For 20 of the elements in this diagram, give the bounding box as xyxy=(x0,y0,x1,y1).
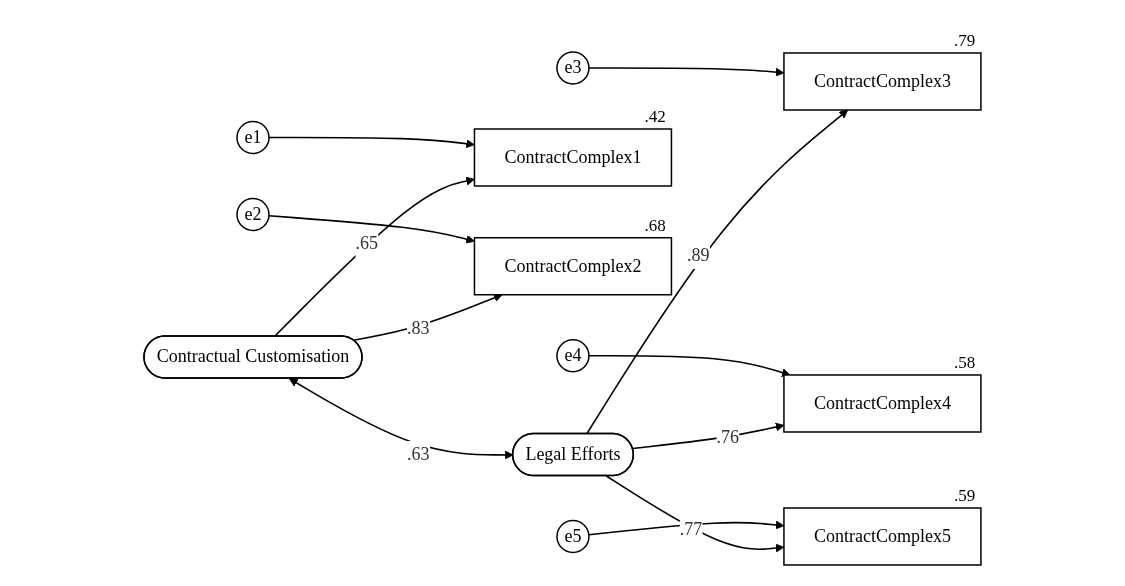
arrow xyxy=(588,354,791,377)
edge-label: .89 xyxy=(687,244,710,265)
node-circle: e4 xyxy=(556,338,590,372)
node-circle: e5 xyxy=(556,519,590,553)
arrow xyxy=(273,176,475,337)
edge-label: .63 xyxy=(406,443,430,464)
arrow xyxy=(268,136,475,148)
edge-label: .65 xyxy=(355,232,378,253)
node-box: ContractComplex4 xyxy=(783,373,982,433)
node-circle: e1 xyxy=(236,120,270,154)
node-box: ContractComplex1 xyxy=(473,127,673,187)
arrow xyxy=(268,214,475,244)
node-circle: e2 xyxy=(236,197,270,231)
edge-label: .83 xyxy=(406,317,430,338)
node-box: ContractComplex3 xyxy=(783,51,982,111)
node-box: ContractComplex5 xyxy=(783,506,982,566)
edge-label: .77 xyxy=(679,518,703,539)
node-circle: e3 xyxy=(556,50,590,85)
edge-label: .76 xyxy=(716,426,739,447)
node-box: ContractComplex2 xyxy=(473,236,673,295)
